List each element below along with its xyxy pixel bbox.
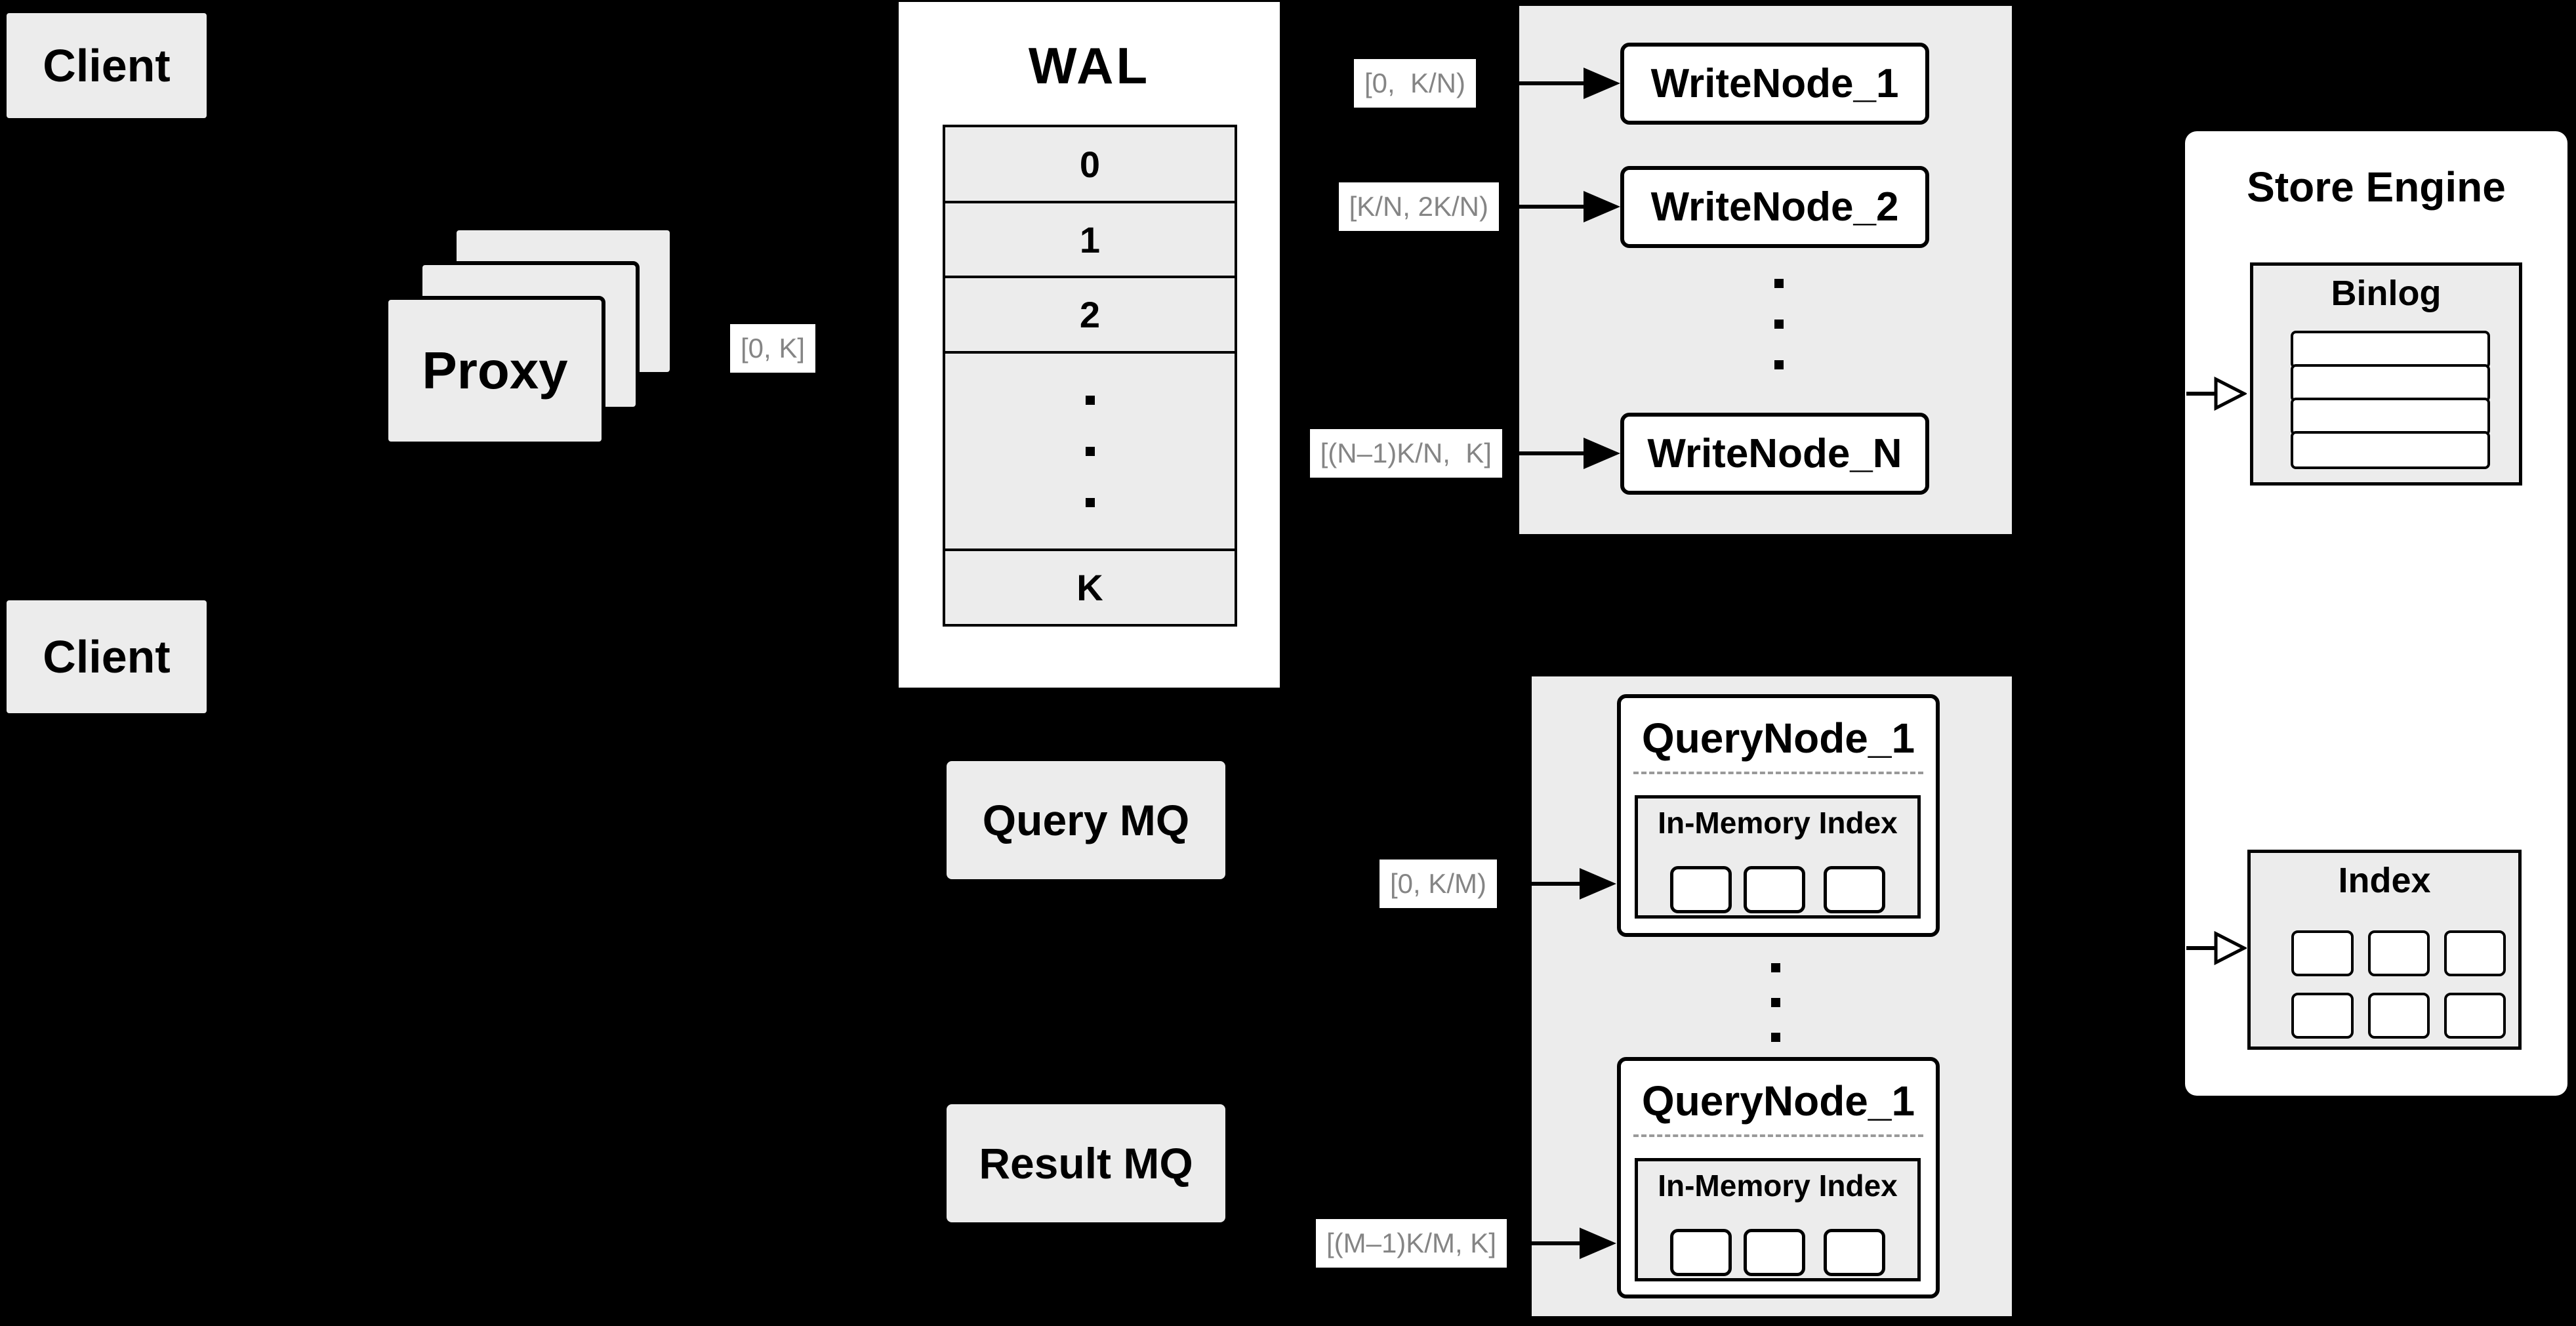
query-node-1-inmem-title: In-Memory Index xyxy=(1635,803,1921,842)
range-label-query-node-1: [0, K/M) xyxy=(1379,860,1497,908)
proxy-card-front: Proxy xyxy=(384,296,605,445)
query-mq-box: Query MQ xyxy=(947,761,1225,879)
write-node-n-box: WriteNode_N xyxy=(1620,413,1929,495)
arrow-line xyxy=(2186,946,2218,950)
segment-cell xyxy=(1670,1229,1732,1276)
inmem-title-text: In-Memory Index xyxy=(1658,1169,1898,1203)
segment-cell xyxy=(1744,866,1805,913)
wal-segment-row: 2 xyxy=(945,276,1235,351)
index-cell xyxy=(2444,930,2506,976)
arrowhead-icon xyxy=(1584,68,1620,99)
arrowhead-hollow-icon xyxy=(2214,377,2247,411)
wal-ellipsis-row xyxy=(945,351,1235,549)
wal-segment-table: 0 1 2 K xyxy=(943,125,1237,627)
binlog-row xyxy=(2291,431,2490,469)
arrowhead-icon xyxy=(1584,191,1620,222)
wal-segment-row: 0 xyxy=(945,127,1235,201)
query-mq-label: Query MQ xyxy=(982,796,1190,844)
segment-cell xyxy=(1824,866,1885,913)
range-label-query-node-2: [(M–1)K/M, K] xyxy=(1315,1219,1507,1268)
wal-title-text: WAL xyxy=(1028,36,1151,94)
range-label-write-node-1: [0, K/N) xyxy=(1353,59,1476,108)
query-node-1-title: QueryNode_1 xyxy=(1617,712,1940,764)
client-top-label: Client xyxy=(43,40,171,91)
segment-cell xyxy=(1824,1229,1885,1276)
query-node-1-title-text: QueryNode_1 xyxy=(1641,715,1915,762)
index-cell xyxy=(2444,993,2506,1039)
index-title-text: Index xyxy=(2338,861,2431,900)
query-node-2-title: QueryNode_1 xyxy=(1617,1075,1940,1127)
write-node-2-label: WriteNode_2 xyxy=(1650,184,1899,230)
query-node-1-separator xyxy=(1633,772,1923,774)
index-cell xyxy=(2368,993,2430,1039)
arrow-line xyxy=(1499,205,1584,209)
write-node-2-box: WriteNode_2 xyxy=(1620,166,1929,248)
range-label-write-node-2: [K/N, 2K/N) xyxy=(1338,182,1499,231)
write-node-1-box: WriteNode_1 xyxy=(1620,43,1929,125)
arrowhead-hollow-icon xyxy=(2214,931,2247,965)
binlog-row xyxy=(2291,398,2490,436)
inmem-title-text: In-Memory Index xyxy=(1658,806,1898,840)
arrow-line xyxy=(1497,882,1580,886)
arrowhead-icon xyxy=(1580,1228,1616,1259)
client-box-bottom: Client xyxy=(7,600,207,713)
query-node-2-title-text: QueryNode_1 xyxy=(1641,1077,1915,1125)
index-cell xyxy=(2368,930,2430,976)
arrowhead-icon xyxy=(1584,438,1620,469)
result-mq-label: Result MQ xyxy=(979,1139,1193,1188)
index-title: Index xyxy=(2247,858,2522,903)
write-node-1-label: WriteNode_1 xyxy=(1650,61,1899,106)
arrow-line xyxy=(1507,1241,1580,1245)
binlog-row xyxy=(2291,331,2490,369)
wal-segment-row: 1 xyxy=(945,201,1235,276)
wal-title: WAL xyxy=(899,36,1280,95)
index-cell xyxy=(2291,930,2354,976)
wal-segment-row: K xyxy=(945,549,1235,624)
range-label-proxy-wal: [0, K] xyxy=(730,324,816,373)
binlog-title-text: Binlog xyxy=(2331,274,2442,313)
query-node-2-separator xyxy=(1633,1134,1923,1137)
write-node-n-label: WriteNode_N xyxy=(1647,431,1902,476)
client-bottom-label: Client xyxy=(43,631,171,682)
segment-cell xyxy=(1744,1229,1805,1276)
index-cell xyxy=(2291,993,2354,1039)
store-engine-title-text: Store Engine xyxy=(2247,163,2506,211)
arrow-line xyxy=(2186,392,2218,396)
query-node-2-inmem-title: In-Memory Index xyxy=(1635,1166,1921,1205)
proxy-label: Proxy xyxy=(422,341,568,400)
range-label-write-node-n: [(N–1)K/N, K] xyxy=(1309,429,1502,478)
binlog-row xyxy=(2291,364,2490,402)
arrowhead-icon xyxy=(1580,868,1616,900)
arrow-line xyxy=(1502,451,1584,455)
arrow-line xyxy=(1476,81,1584,85)
vertical-ellipsis-icon xyxy=(1085,395,1095,507)
segment-cell xyxy=(1670,866,1732,913)
client-box-top: Client xyxy=(7,13,207,118)
result-mq-box: Result MQ xyxy=(947,1104,1225,1222)
store-engine-title: Store Engine xyxy=(2185,161,2567,213)
binlog-title: Binlog xyxy=(2250,270,2522,316)
